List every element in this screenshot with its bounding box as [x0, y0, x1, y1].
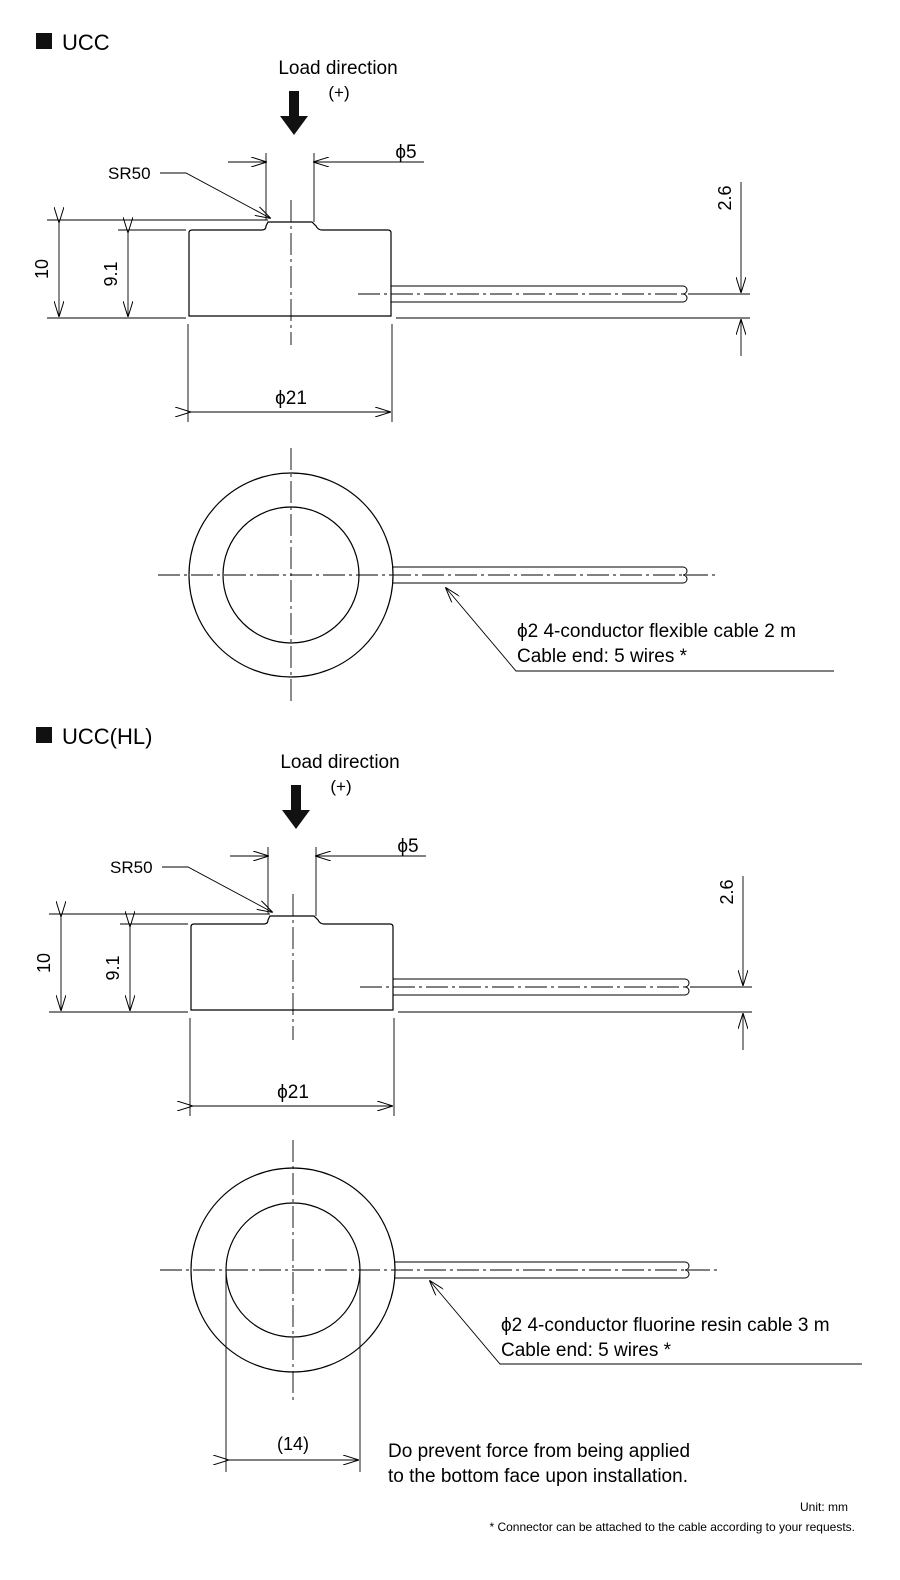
inner-diameter-label: (14): [277, 1434, 309, 1454]
cable-spec-label: ϕ2 4-conductor fluorine resin cable 3 m: [501, 1315, 830, 1336]
unit-note: Unit: mm: [800, 1500, 848, 1514]
diameter-label: ϕ21: [277, 1082, 309, 1103]
phi-top-label: ϕ5: [395, 142, 416, 163]
section-marker-icon: [36, 33, 52, 49]
height-total-label: 10: [34, 953, 54, 973]
sr-leader: [162, 866, 272, 912]
install-note-line2: to the bottom face upon installation.: [388, 1466, 688, 1487]
height-body-label: 9.1: [101, 261, 121, 286]
sr-leader: [160, 172, 270, 218]
cable-end: [684, 1261, 690, 1279]
load-sign-label: (+): [328, 83, 349, 102]
notes: Do prevent force from being applied to t…: [388, 1441, 855, 1534]
cable-offset-label: 2.6: [717, 879, 737, 904]
section-ucc-hl: UCC(HL) Load direction (+) 10 9.1 ϕ5: [34, 724, 862, 1472]
load-arrow-icon: [282, 785, 310, 829]
side-view: 10 9.1 ϕ5 SR50 ϕ21 2.6: [32, 142, 750, 422]
top-view: ϕ2 4-conductor flexible cable 2 m Cable …: [158, 448, 834, 705]
cable-leader: [430, 1281, 862, 1365]
sr-label: SR50: [108, 164, 151, 183]
phi-top-label: ϕ5: [397, 836, 418, 857]
load-direction-label: Load direction: [278, 58, 397, 79]
height-total-label: 10: [32, 259, 52, 279]
section-title: UCC(HL): [62, 724, 152, 749]
top-view: ϕ2 4-conductor fluorine resin cable 3 m …: [160, 1140, 862, 1472]
sr-label: SR50: [110, 858, 153, 877]
diameter-label: ϕ21: [275, 388, 307, 409]
section-ucc: UCC Load direction (+) 10 9.1 ϕ5 SR5: [32, 30, 834, 705]
section-marker-icon: [36, 727, 52, 743]
cable-leader: [446, 588, 834, 672]
section-title: UCC: [62, 30, 110, 55]
load-arrow-icon: [280, 91, 308, 135]
connector-note: * Connector can be attached to the cable…: [489, 1520, 855, 1534]
load-sign-label: (+): [330, 777, 351, 796]
height-body-label: 9.1: [103, 955, 123, 980]
sensor-body-outline: [190, 915, 394, 1011]
install-note-line1: Do prevent force from being applied: [388, 1441, 690, 1462]
cable-offset-label: 2.6: [715, 185, 735, 210]
side-view: 10 9.1 ϕ5 SR50 ϕ21 2.6: [34, 836, 752, 1116]
sensor-body-outline: [188, 221, 392, 317]
cable-end-label: Cable end: 5 wires *: [501, 1340, 672, 1361]
load-direction-label: Load direction: [280, 752, 399, 773]
cable-end-label: Cable end: 5 wires *: [517, 646, 688, 667]
cable-end: [682, 566, 688, 584]
cable-spec-label: ϕ2 4-conductor flexible cable 2 m: [517, 621, 796, 642]
